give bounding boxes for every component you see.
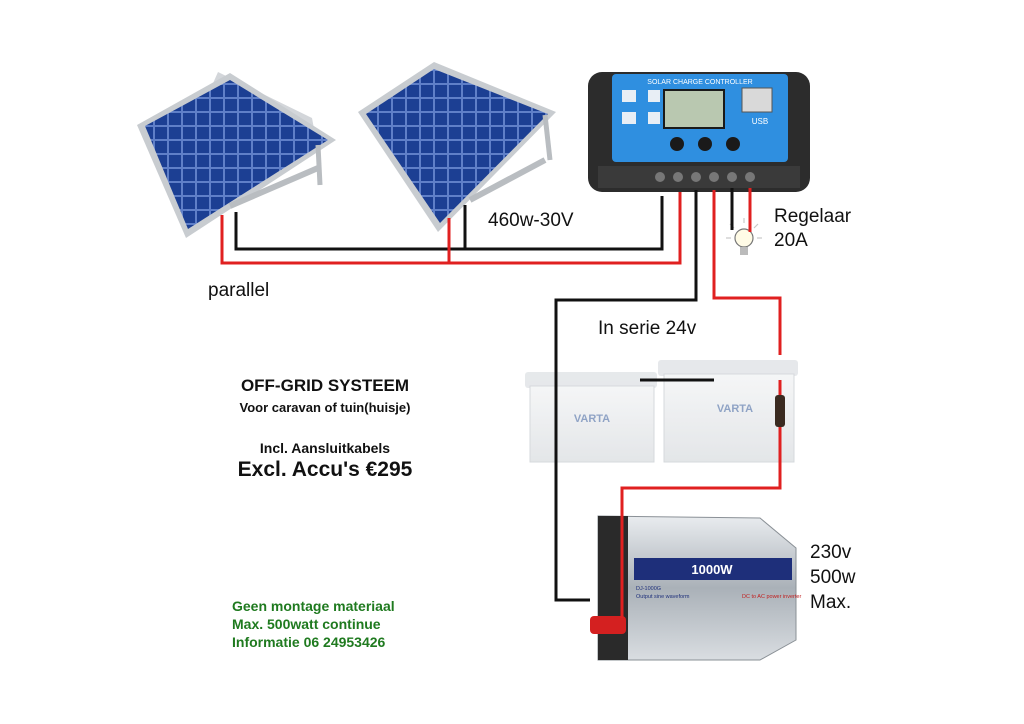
pv-icon [622,90,636,102]
inverter-model: 1000W [691,562,733,577]
note-1: Geen montage materiaal [232,598,395,614]
settings-icon [648,90,660,102]
inverter-label-1: 230v [810,542,852,563]
inverter-subtitle-right: DC to AC power inverter [742,594,801,600]
terminal-load-pos [745,172,755,182]
offer-title: OFF-GRID SYSTEEM [240,376,410,395]
inverter-label-2: 500w [810,567,856,588]
controller-title: SOLAR CHARGE CONTROLLER [647,79,752,86]
battery-1-brand: VARTA [574,413,610,425]
series-label: In serie 24v [598,318,697,339]
usb-label: USB [752,117,768,126]
terminal-batt-pos [709,172,719,182]
parallel-label: parallel [208,280,270,301]
solar-panel-2 [358,62,556,232]
array-label: 460w-30V [488,210,574,231]
fuse-holder [775,395,785,427]
controller-label-2: 20A [774,230,808,251]
terminal-pv-neg [655,172,665,182]
solar-panel-1 [137,72,336,238]
terminal-load-neg [727,172,737,182]
note-3: Informatie 06 24953426 [232,634,386,650]
power-inverter: 1000W DJ-1000G Output sine waveform DC t… [590,515,801,661]
battery-1: VARTA [525,372,657,463]
inverter-subtitle-left: Output sine waveform [636,594,690,600]
up-button[interactable] [698,137,712,151]
offer-subtitle: Voor caravan of tuin(huisje) [239,400,411,415]
note-2: Max. 500watt continue [232,616,381,632]
down-button[interactable] [726,137,740,151]
terminal-pv-pos [673,172,683,182]
charge-controller: SOLAR CHARGE CONTROLLER USB [588,72,810,192]
positive-wiring [220,188,782,618]
inverter-code: DJ-1000G [636,586,661,592]
offer-cables: Incl. Aansluitkabels [259,440,391,456]
controller-label-1: Regelaar [774,206,852,227]
battery-2: VARTA [658,360,798,463]
lock-icon [648,112,660,124]
timer-icon [622,112,636,124]
terminal-batt-neg [691,172,701,182]
positive-terminal [590,616,626,634]
offer-price: Excl. Accu's €295 [237,458,413,481]
menu-button[interactable] [670,137,684,151]
inverter-label-3: Max. [810,592,852,613]
lightbulb-icon [726,218,762,255]
usb-ports [741,87,773,113]
battery-2-brand: VARTA [717,403,753,415]
lcd-screen [663,89,725,129]
